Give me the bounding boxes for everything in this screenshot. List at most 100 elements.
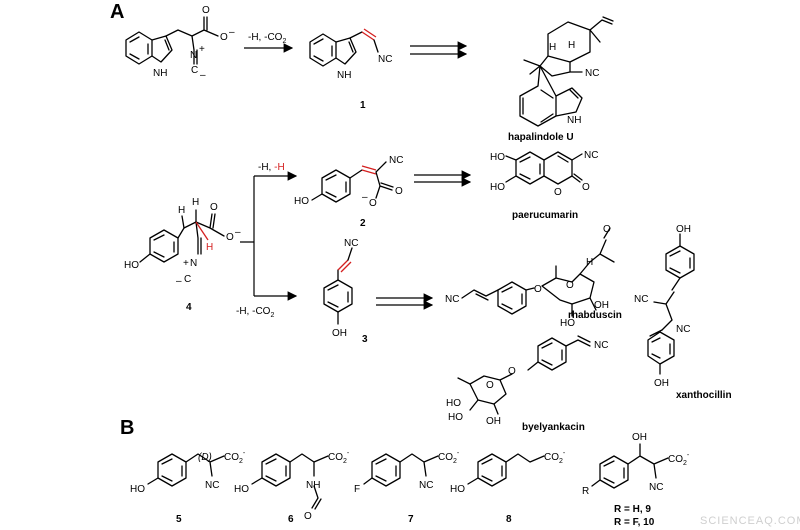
byelyankacin-structure: NC O O HO HO OH [446, 335, 608, 427]
atom-ho-2: HO [294, 196, 309, 207]
atom-nc-xan-1: NC [634, 294, 648, 305]
tryptophan-isonitrile-structure: NH O O – N + C – [125, 5, 235, 81]
xanthocillin-structure: OH NC NC OH [634, 224, 695, 389]
atom-o: O [202, 5, 210, 16]
charge-minus-4c: – [176, 276, 182, 287]
compound-3-structure: NC OH [323, 238, 358, 339]
paerucumarin-label: paerucumarin [512, 210, 578, 221]
atom-oh-3: OH [332, 328, 347, 339]
atom-o-bye: O [508, 366, 516, 377]
rhabduscin-structure: NC O O H O OH HO [445, 224, 615, 329]
byelyankacin-label: byelyankacin [522, 422, 585, 433]
watermark: SCIENCEAQ.COM [700, 515, 800, 527]
atom-nc-2: NC [389, 155, 403, 166]
compound-9-10-structure: R OH CO2- NC [582, 432, 690, 497]
atom-co2-6: CO2- [328, 450, 350, 465]
atom-oh-bye: OH [486, 416, 501, 427]
compound-7-label: 7 [408, 514, 414, 525]
compound-2-label: 2 [360, 218, 366, 229]
compound-5-label: 5 [176, 514, 182, 525]
atom-d-5: (D) [198, 452, 212, 463]
atom-c: C [191, 65, 198, 76]
atom-o-minus: O [220, 32, 228, 43]
atom-oh-9: OH [632, 432, 647, 443]
atom-o-rhab-amide: O [603, 224, 611, 235]
atom-h-red-4: H [206, 242, 213, 253]
atom-co2-8: CO2- [544, 450, 566, 465]
atom-nc-5: NC [205, 480, 219, 491]
atom-oh-rhab-1: OH [594, 300, 609, 311]
atom-c-4: C [184, 274, 191, 285]
atom-nc-7: NC [419, 480, 433, 491]
compound-3-label: 3 [362, 334, 368, 345]
atom-h2-hapalindole: H [568, 40, 575, 51]
atom-o-paer-ring: O [554, 187, 562, 198]
hapalindole-u-label: hapalindole U [508, 132, 574, 143]
atom-ho-paer-1: HO [490, 152, 505, 163]
atom-o-6: O [304, 511, 312, 522]
compound-1-label: 1 [360, 100, 366, 111]
atom-h-4a: H [178, 205, 185, 216]
atom-oh-xan-top: OH [676, 224, 691, 235]
atom-n-4: N [190, 258, 197, 269]
compound-4-label: 4 [186, 302, 192, 313]
atom-om-4: O [226, 232, 234, 243]
atom-r-9: R [582, 486, 589, 497]
atom-nc-3: NC [344, 238, 358, 249]
rhabduscin-label: rhabduscin [568, 310, 622, 321]
atom-ho-5: HO [130, 484, 145, 495]
compound-8-label: 8 [506, 514, 512, 525]
atom-ho-rhab: HO [560, 318, 575, 329]
compound-10-label: R = F, 10 [614, 517, 655, 528]
charge-minus-2: – [362, 192, 368, 203]
atom-co2-5: CO2- [224, 450, 246, 465]
atom-nc-hapalindole: NC [585, 68, 599, 79]
atom-o-rhab-ring: O [566, 280, 574, 291]
charge-plus: + [199, 44, 205, 55]
compound-9-label: R = H, 9 [614, 504, 651, 515]
compound-6-label: 6 [288, 514, 294, 525]
atom-nc-1: NC [378, 54, 392, 65]
branch-bracket [240, 176, 255, 296]
atom-o-paer: O [582, 182, 590, 193]
atom-om-2: O [369, 198, 377, 209]
hapalindole-u-structure: H H NC NH [519, 16, 614, 127]
atom-o-4: O [210, 202, 218, 213]
atom-nh-1: NH [337, 70, 351, 81]
atom-h-4b: H [192, 197, 199, 208]
atom-ho-6: HO [234, 484, 249, 495]
charge-minus: – [229, 27, 235, 38]
charge-minus-c: – [200, 70, 206, 81]
compound-7-structure: F CO2- NC [354, 450, 460, 495]
atom-nc-paer: NC [584, 150, 598, 161]
compound-1-structure: NH NC [309, 28, 392, 81]
atom-o-rhab: O [534, 284, 542, 295]
atom-oh-xan-bottom: OH [654, 378, 669, 389]
atom-ho-bye-1: HO [446, 398, 461, 409]
compound-2-structure: HO NC O – O [294, 155, 403, 209]
atom-n: N [190, 50, 197, 61]
arrow-label-h-co2: -H, -CO2 [248, 32, 286, 45]
atom-h-hapalindole: H [549, 42, 556, 53]
atom-ho-4: HO [124, 260, 139, 271]
atom-o-bye-ring: O [486, 380, 494, 391]
atom-f-7: F [354, 484, 360, 495]
atom-nh-rhab: H [586, 257, 593, 268]
atom-nc-xan-2: NC [676, 324, 690, 335]
atom-nc-9: NC [649, 482, 663, 493]
arrow-label-lower: -H, -CO2 [236, 306, 274, 319]
panel-b-label: B [120, 417, 134, 439]
compound-6-structure: HO CO2- NH O [234, 450, 350, 522]
atom-ho-bye-2: HO [448, 412, 463, 423]
panel-a-label: A [110, 1, 124, 23]
atom-o-2: O [395, 186, 403, 197]
compound-4-structure: HO H H H O O – + N C – [124, 197, 241, 287]
atom-ho-paer-2: HO [490, 182, 505, 193]
charge-plus-4: + [183, 258, 189, 269]
atom-nc-bye: NC [594, 340, 608, 351]
atom-co2-9: CO2- [668, 452, 690, 467]
arrow-label-upper: -H, -H [258, 162, 285, 173]
charge-minus-4: – [235, 227, 241, 238]
atom-co2-7: CO2- [438, 450, 460, 465]
